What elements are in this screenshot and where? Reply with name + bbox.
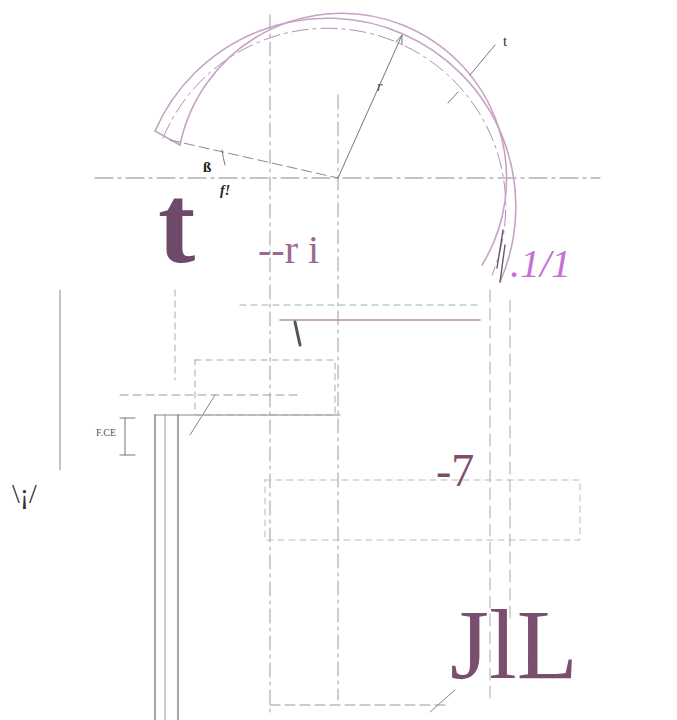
- overprint-text: -7: [436, 448, 474, 494]
- overprint-text: JlL: [450, 595, 578, 695]
- radius-label: r: [377, 80, 382, 94]
- overprint-text: --r i: [258, 230, 319, 270]
- dimension-label: F.CE: [96, 428, 116, 438]
- angle-label: ß: [203, 160, 211, 175]
- overprint-text: \¡/: [12, 480, 37, 508]
- overprint-text: .1/1: [510, 244, 571, 284]
- angle-label: f!: [220, 184, 230, 198]
- thickness-label: t: [503, 34, 507, 49]
- overprint-text: t: [158, 168, 195, 280]
